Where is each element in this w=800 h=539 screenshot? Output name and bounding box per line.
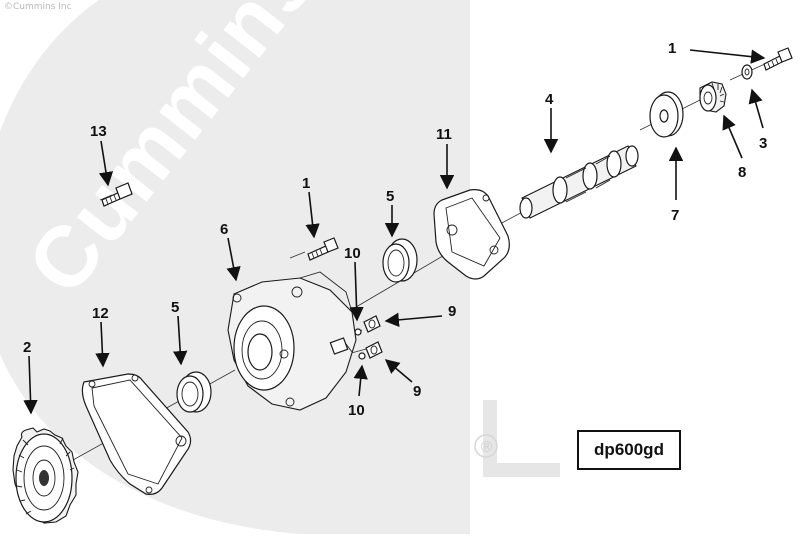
gasket-part-12 <box>81 373 192 495</box>
leader-arrow-5b <box>173 315 188 366</box>
bolt-part-1-top <box>763 47 793 71</box>
bolt-part-1-middle <box>307 237 339 261</box>
callout-5-upper: 5 <box>386 188 394 205</box>
registered-mark: ® <box>479 438 494 456</box>
callout-10-lower: 10 <box>348 402 365 419</box>
callout-1-top: 1 <box>668 40 676 57</box>
callout-4: 4 <box>545 91 554 108</box>
copyright-notice: ©Cummins Inc <box>4 2 72 12</box>
callout-3: 3 <box>759 135 767 152</box>
leader-arrow-10a <box>349 261 364 322</box>
leader-arrow-1a <box>689 49 766 64</box>
gasket-part-11 <box>433 189 510 280</box>
gear-part-2 <box>12 427 79 524</box>
callout-10-upper: 10 <box>344 245 361 262</box>
leader-arrow-13 <box>98 140 114 187</box>
washer-part-3 <box>741 64 753 80</box>
callout-11: 11 <box>436 126 452 143</box>
drawing-code: dp600gd <box>594 440 664 459</box>
callout-labels: 1 3 8 7 4 11 13 1 5 6 10 9 9 10 12 5 2 <box>23 40 767 419</box>
ball-part-10-upper <box>354 328 362 336</box>
plug-part-9-lower <box>365 341 383 359</box>
callout-8: 8 <box>738 164 746 181</box>
callout-12: 12 <box>92 305 109 322</box>
leader-arrow-9b <box>384 359 413 383</box>
seal-part-5-lower <box>176 371 212 413</box>
drawing-code-box: dp600gd <box>577 430 681 470</box>
gear-part-8 <box>699 81 727 113</box>
shaft-part-4 <box>519 145 639 219</box>
washer-part-7 <box>649 91 684 138</box>
bolt-part-13 <box>101 182 133 207</box>
callout-13: 13 <box>90 123 107 140</box>
callout-6: 6 <box>220 221 228 238</box>
leader-arrow-9a <box>384 312 443 328</box>
callout-7: 7 <box>671 207 679 224</box>
leader-arrow-8 <box>722 114 743 159</box>
leader-arrows <box>23 49 766 415</box>
leader-arrow-2 <box>23 355 38 415</box>
callout-2: 2 <box>23 339 31 356</box>
callout-5-lower: 5 <box>171 299 179 316</box>
leader-arrow-3 <box>748 88 764 129</box>
leader-arrow-1b <box>305 191 320 239</box>
callout-9-upper: 9 <box>448 303 456 320</box>
ball-part-10-lower <box>358 352 366 360</box>
leader-arrow-6 <box>226 237 241 282</box>
callout-1-middle: 1 <box>302 175 310 192</box>
plug-part-9-upper <box>363 315 381 333</box>
seal-part-5-upper <box>382 238 418 283</box>
leader-arrow-12 <box>95 321 110 368</box>
housing-part-6 <box>227 271 357 411</box>
callout-9-lower: 9 <box>413 383 421 400</box>
leader-arrow-10b <box>353 364 368 397</box>
